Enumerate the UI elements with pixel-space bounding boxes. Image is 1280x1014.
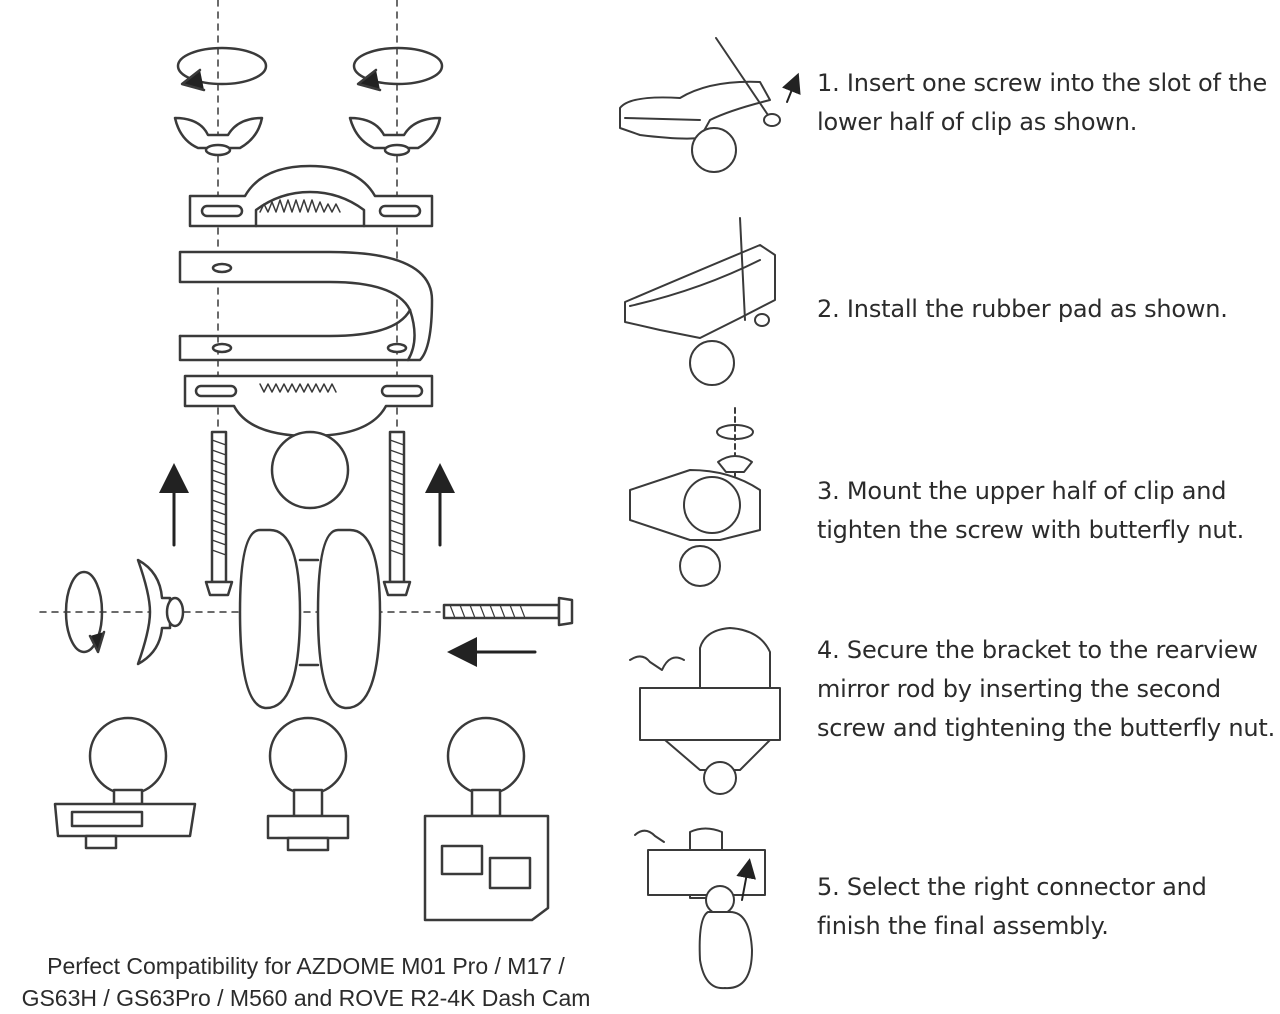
screw-icon-horizontal — [442, 596, 574, 627]
rotate-arrow-icon-left — [176, 46, 268, 92]
screw-icon-right — [382, 430, 412, 597]
rotate-arrow-icon-right — [352, 46, 444, 92]
step-1-line-1: 1. Insert one screw into the slot of the — [817, 69, 1268, 97]
step-3-illustration — [629, 407, 761, 587]
step-3-text: 3. Mount the upper half of clip and tigh… — [817, 472, 1244, 550]
step-4-line-2: mirror rod by inserting the second — [817, 675, 1221, 703]
step-4-line-3: screw and tightening the butterfly nut. — [817, 714, 1276, 742]
connector-3 — [423, 716, 550, 922]
step-2-illustration — [624, 217, 776, 386]
step-4-illustration — [629, 627, 781, 795]
step-4-line-1: 4. Secure the bracket to the rearview — [817, 636, 1258, 664]
wing-nut-icon-right — [348, 116, 442, 157]
step-1-illustration — [619, 37, 801, 173]
compatibility-caption: Perfect Compatibility for AZDOME M01 Pro… — [0, 950, 612, 1014]
step-1-text: 1. Insert one screw into the slot of the… — [817, 64, 1267, 142]
guide-lines — [39, 0, 441, 613]
connector-2 — [266, 716, 350, 852]
step-5-line-2: finish the final assembly. — [817, 912, 1109, 940]
lower-clip-half — [183, 374, 434, 510]
step-2-line-1: 2. Install the rubber pad as shown. — [817, 295, 1228, 323]
step-1-line-2: lower half of clip as shown. — [817, 108, 1138, 136]
upper-clip-half — [188, 164, 434, 228]
step-2-text: 2. Install the rubber pad as shown. — [817, 290, 1228, 329]
screw-icon-left — [204, 430, 234, 597]
exploded-view — [39, 0, 574, 922]
step-5-line-1: 5. Select the right connector and — [817, 873, 1207, 901]
rubber-pad — [178, 250, 434, 362]
caption-line-2: GS63H / GS63Pro / M560 and ROVE R2-4K Da… — [21, 985, 591, 1011]
rotate-arrow-icon-side — [64, 570, 106, 654]
connector-1 — [53, 716, 197, 850]
wing-nut-icon-left — [173, 116, 264, 157]
step-3-line-1: 3. Mount the upper half of clip and — [817, 477, 1227, 505]
step-4-text: 4. Secure the bracket to the rearview mi… — [817, 631, 1275, 748]
step-5-illustration — [634, 827, 766, 990]
wing-nut-icon-side — [136, 558, 185, 666]
step-5-text: 5. Select the right connector and finish… — [817, 868, 1207, 946]
caption-line-1: Perfect Compatibility for AZDOME M01 Pro… — [47, 953, 565, 979]
step-3-line-2: tighten the screw with butterfly nut. — [817, 516, 1245, 544]
double-socket-arm — [238, 528, 382, 710]
